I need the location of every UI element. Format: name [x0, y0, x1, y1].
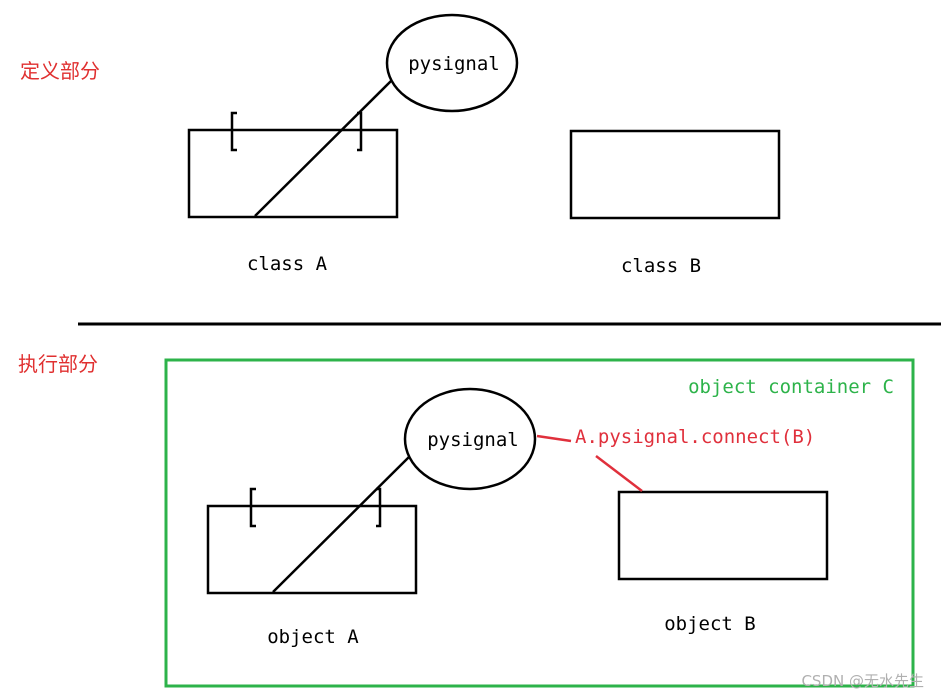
class-b-label: class B — [621, 255, 701, 277]
class-a-bracket-right — [357, 111, 363, 152]
object-a-signal-label: pysignal — [427, 429, 519, 451]
class-a-label: class A — [247, 253, 328, 275]
class-a-group: pysignal class A — [187, 13, 519, 275]
object-b-group: object B — [617, 490, 829, 635]
watermark: CSDN @无水先生 — [801, 672, 924, 690]
object-a-label: object A — [267, 626, 359, 648]
class-a-box — [187, 128, 399, 219]
object-a-bracket-left — [249, 487, 256, 528]
class-a-signal-label: pysignal — [408, 53, 500, 75]
object-b-box — [617, 490, 829, 581]
object-a-box — [206, 504, 418, 595]
connect-link-to-object-b — [595, 455, 643, 492]
definition-section-label: 定义部分 — [20, 59, 100, 83]
object-a-signal-ellipse — [403, 387, 537, 491]
execution-section-label: 执行部分 — [18, 352, 98, 376]
object-b-label: object B — [664, 613, 756, 635]
class-a-signal-link — [254, 80, 392, 217]
class-b-group: class B — [569, 129, 781, 277]
object-container-c — [164, 358, 915, 688]
object-a-group: pysignal object A — [206, 387, 537, 648]
object-container-label: object container C — [688, 376, 894, 398]
connect-link-from-signal — [536, 434, 572, 443]
class-b-box — [569, 129, 781, 220]
class-a-bracket-left — [230, 111, 237, 152]
connect-call-label: A.pysignal.connect(B) — [575, 426, 815, 448]
object-a-signal-link — [272, 455, 411, 593]
object-a-bracket-right — [376, 487, 382, 528]
class-a-signal-ellipse — [385, 13, 519, 113]
